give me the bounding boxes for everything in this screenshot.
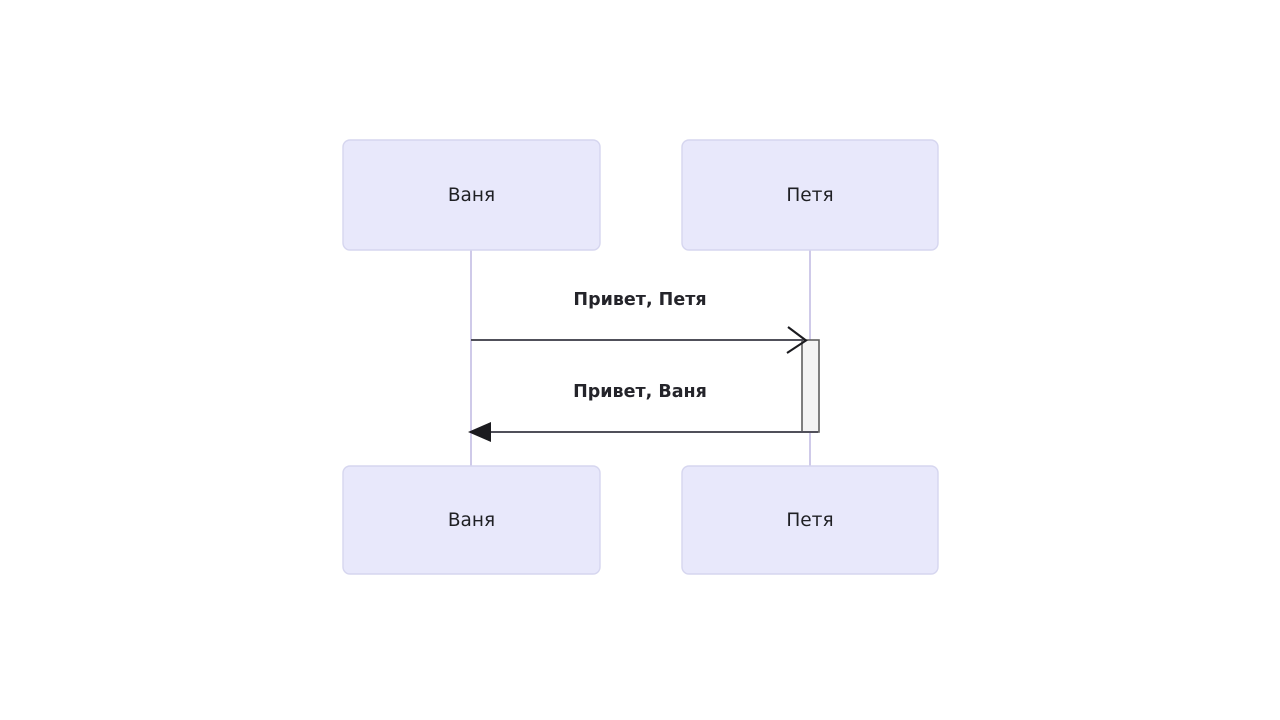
participant-box-rect (342, 139, 601, 251)
activation-rect (801, 339, 820, 433)
message-2-label: Привет, Ваня (573, 382, 707, 402)
participant-bottom-vanya[interactable]: Ваня (342, 465, 601, 575)
participant-top-label-vanya: Ваня (448, 185, 495, 206)
message-1-arrowhead-icon (786, 326, 808, 354)
participant-top-petya[interactable]: Петя (681, 139, 939, 251)
participant-box-rect (681, 465, 939, 575)
participant-bottom-label-petya: Петя (786, 510, 833, 531)
participant-bottom-petya[interactable]: Петя (681, 465, 939, 575)
participant-top-vanya[interactable]: Ваня (342, 139, 601, 251)
message-2-arrowhead-icon (468, 422, 491, 442)
lifelines-layer (470, 250, 811, 466)
participant-top-label-petya: Петя (786, 185, 833, 206)
message-1[interactable]: Привет, Петя (471, 290, 808, 354)
activation-bar-petya (801, 339, 820, 433)
participant-box-rect (681, 139, 939, 251)
participant-box-rect (342, 465, 601, 575)
participant-bottom-label-vanya: Ваня (448, 510, 495, 531)
message-1-label: Привет, Петя (573, 290, 706, 310)
message-2[interactable]: Привет, Ваня (468, 382, 818, 442)
